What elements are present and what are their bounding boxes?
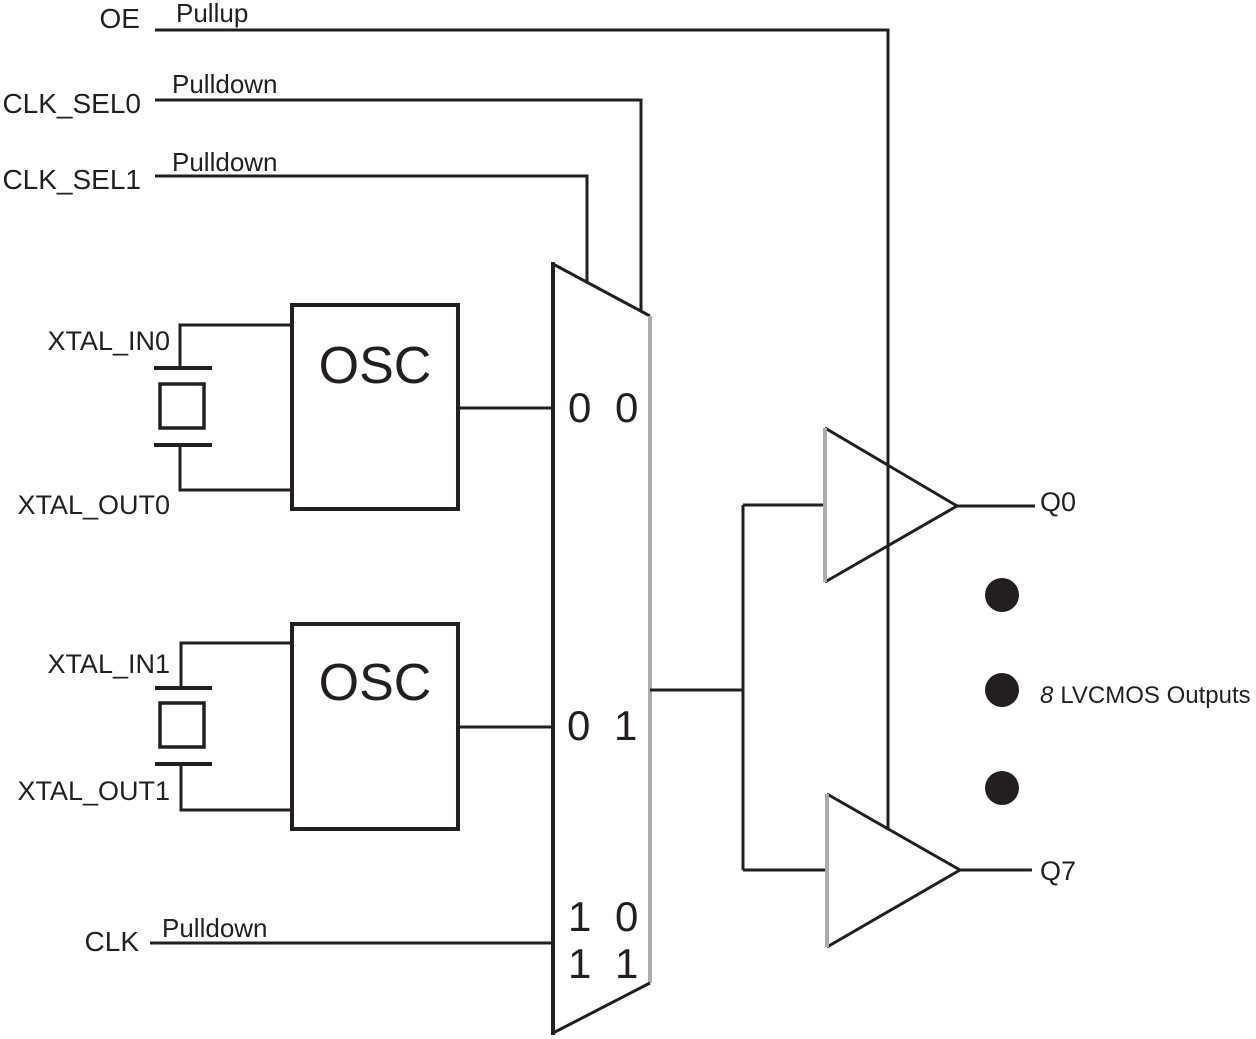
output-note-text: LVCMOS Outputs [1060, 682, 1250, 709]
clk-sel0-pulldown-label: Pulldown [172, 69, 278, 99]
osc1-block [290, 622, 460, 831]
osc0-block [290, 303, 460, 511]
ellipsis-dot [985, 771, 1019, 805]
clk-pin-label: CLK [85, 926, 140, 957]
xtal-out0-label: XTAL_OUT0 [17, 490, 170, 520]
xtal1-in-wire [179, 641, 292, 688]
osc0-block-label: OSC [319, 337, 432, 395]
mux-bottom-edge [552, 981, 651, 1035]
xtal-in1-label: XTAL_IN1 [47, 649, 170, 679]
mux-select-11-label: 1 1 [568, 940, 644, 987]
xtal-out1-label: XTAL_OUT1 [17, 776, 170, 806]
mux-select-01-label: 0 1 [567, 702, 643, 749]
buffer1-body [827, 794, 960, 947]
ellipsis-dot [985, 673, 1019, 707]
clk-sel1-wire [155, 174, 589, 282]
oe-pin-label: OE [100, 3, 140, 34]
ellipsis-dot [985, 578, 1019, 612]
xtal0-out-wire [178, 445, 292, 492]
q7-output-label: Q7 [1040, 856, 1076, 886]
mux-top-edge [552, 262, 651, 318]
q0-output-label: Q0 [1040, 487, 1076, 517]
osc1-block-label: OSC [319, 654, 432, 712]
clk-sel1-pin-label: CLK_SEL1 [2, 164, 141, 195]
clk-sel0-pin-label: CLK_SEL0 [2, 88, 141, 119]
xtal1-crystal-icon [158, 701, 206, 749]
mux-select-10-label: 1 0 [568, 893, 644, 940]
buffer0-body [825, 428, 957, 582]
xtal0-crystal-icon [158, 382, 206, 430]
clk-sel1-pulldown-label: Pulldown [172, 147, 278, 177]
output-count: 8 [1040, 682, 1054, 709]
mux-body [553, 264, 650, 1033]
mux-select-00-label: 0 0 [568, 384, 644, 431]
xtal1-out-wire [179, 764, 292, 812]
xtal0-in-wire [178, 323, 292, 368]
xtal-in0-label: XTAL_IN0 [47, 326, 170, 356]
clk-sel0-wire [155, 98, 643, 311]
clk-pulldown-label: Pulldown [162, 913, 268, 943]
oe-pullup-label: Pullup [176, 0, 248, 28]
